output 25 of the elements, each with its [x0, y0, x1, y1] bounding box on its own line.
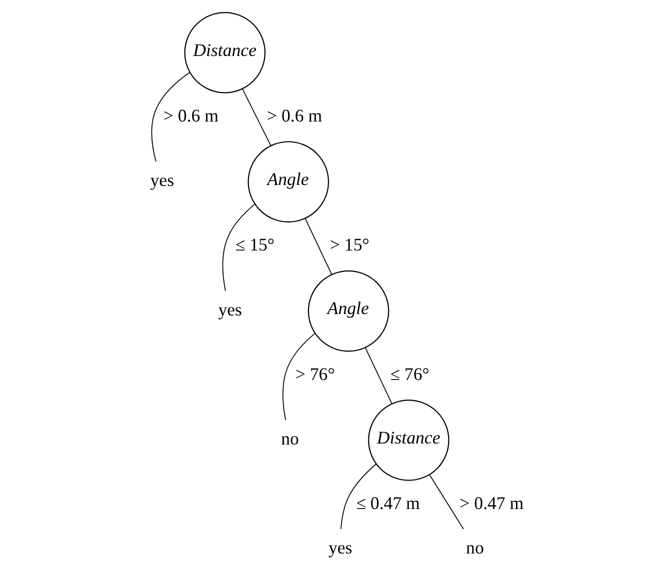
connector [428, 474, 464, 530]
node-text: no [466, 538, 484, 558]
node-text: no [280, 428, 298, 448]
edge-label: > 0.6 m [266, 105, 322, 126]
edge-label: ≤ 0.47 m [356, 493, 420, 514]
connector [150, 72, 190, 162]
node-circle: Distance [184, 12, 266, 94]
node-text: yes [328, 538, 352, 558]
edge-label: > 76° [294, 364, 334, 384]
connector [340, 464, 376, 530]
connector [304, 218, 332, 275]
node-circle: Angle [247, 141, 329, 222]
connector [222, 204, 255, 292]
connector [282, 332, 316, 421]
edge-label: > 15° [329, 234, 369, 255]
connector [364, 347, 392, 404]
edge-label: ≤ 15° [234, 234, 274, 255]
node-text: yes [218, 299, 242, 320]
edge-label: ≤ 76° [390, 364, 429, 384]
edge-label: > 0.6 m [162, 105, 218, 126]
edge-label: > 0.47 m [459, 493, 524, 514]
node-circle: Angle [307, 270, 389, 352]
node-text: yes [150, 170, 174, 190]
connector [241, 88, 271, 146]
node-circle: Distance [368, 400, 449, 481]
